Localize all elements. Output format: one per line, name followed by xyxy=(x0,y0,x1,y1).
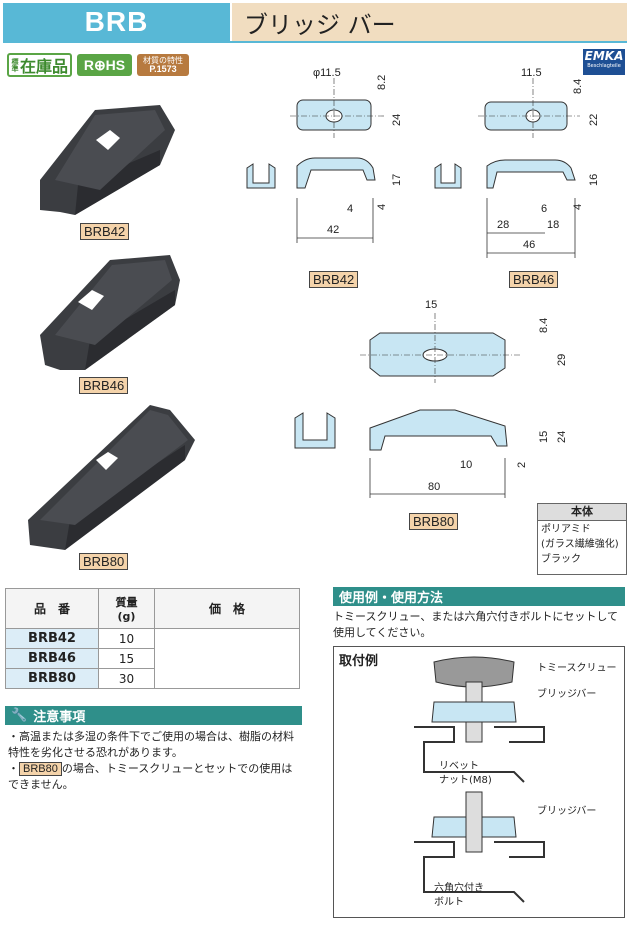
material-header: 本体 xyxy=(538,504,626,521)
caution-item-1-text: 高温または多湿の条件下でご使用の場合は、樹脂の材料特性を劣化させる恐れがあります… xyxy=(8,730,294,759)
brb46-drawing-label: BRB46 xyxy=(509,271,559,288)
caution-item-2-text: の場合、トミースクリューとセットでの使用はできません。 xyxy=(8,762,293,791)
brb46-dim-width: 22 xyxy=(588,114,600,126)
material-line1: ポリアミド xyxy=(541,524,591,535)
usage-label-nut: ナット(M8) xyxy=(439,775,492,786)
spec-weight: 15 xyxy=(98,648,155,669)
mounting-diagram xyxy=(414,656,545,903)
brb80-dim-width: 29 xyxy=(556,354,568,366)
brb42-dim-step: 4 xyxy=(347,203,353,215)
brb46-dim-length: 46 xyxy=(523,239,535,251)
brb42-dim-hole: φ11.5 xyxy=(313,67,341,79)
caution-item-1: ・高温または多湿の条件下でご使用の場合は、樹脂の材料特性を劣化させる恐れがありま… xyxy=(8,730,294,759)
material-ref-line1: 材質の特性 xyxy=(143,56,183,65)
brb46-dim-step: 6 xyxy=(541,203,547,215)
material-ref-line2: P.1573 xyxy=(149,64,177,74)
stock-badge-prefix: 標準 xyxy=(11,58,18,72)
stock-badge-label: 在庫品 xyxy=(20,59,69,76)
spec-code: BRB80 xyxy=(5,668,99,689)
product-title: ブリッジ バー xyxy=(232,3,627,41)
brb80-dim-offset: 8.4 xyxy=(538,318,550,333)
table-row: BRB80 30 xyxy=(5,668,300,689)
spec-price-cell xyxy=(154,628,300,689)
brb80-photo-label: BRB80 xyxy=(79,553,129,570)
product-code-header: BRB xyxy=(3,3,230,41)
caution-title: 注意事項 xyxy=(33,710,86,725)
header-divider xyxy=(3,41,627,43)
caution-list: ・高温または多湿の条件下でご使用の場合は、樹脂の材料特性を劣化させる恐れがありま… xyxy=(8,729,302,793)
wrench-icon: 🔧 xyxy=(11,708,28,723)
usage-label-bridge-bar: ブリッジバー xyxy=(537,689,597,700)
brb80-dim-height: 24 xyxy=(556,431,568,443)
brb42-drawing: 42 φ11.5 8.2 24 17 4 4 xyxy=(246,67,403,243)
material-box: 本体 ポリアミド (ガラス繊維強化) ブラック xyxy=(537,503,627,575)
usage-title: 使用例・使用方法 xyxy=(339,591,444,606)
usage-label-tommy-screw: トミースクリュー xyxy=(537,663,617,674)
table-row: BRB42 10 xyxy=(5,628,300,689)
brb46-photo-label: BRB46 xyxy=(79,377,129,394)
brb46-dim-right: 18 xyxy=(547,219,559,231)
emka-logo-sub: Beschlagteile xyxy=(587,63,621,69)
brb80-dim-inner: 15 xyxy=(538,431,550,443)
material-line3: ブラック xyxy=(541,554,581,565)
spec-weight: 30 xyxy=(98,668,155,689)
brb42-dim-offset: 8.2 xyxy=(376,75,388,90)
spec-code: BRB46 xyxy=(5,648,99,669)
usage-label-bolt: ボルト xyxy=(434,897,464,908)
brb42-dim-height: 17 xyxy=(391,174,403,186)
brb80-dim-thick: 2 xyxy=(516,462,528,468)
emka-logo-text: EMKA xyxy=(584,49,624,63)
brb80-dim-foot: 10 xyxy=(460,459,472,471)
brb80-photo xyxy=(28,405,195,550)
usage-label-hex-bolt: 六角穴付き xyxy=(434,883,484,894)
brb80-drawing-label: BRB80 xyxy=(409,513,459,530)
lower-mounting-diagram xyxy=(414,791,545,903)
rohs-badge: R⊕HS xyxy=(77,54,132,76)
brb46-dim-foot: 4 xyxy=(572,204,584,210)
brb80-dim-length: 80 xyxy=(428,481,440,493)
brb42-dim-width: 24 xyxy=(391,114,403,126)
brb46-drawing: 46 28 18 11.5 8.4 22 16 6 4 xyxy=(434,67,600,258)
brb42-dim-length: 42 xyxy=(327,224,339,236)
usage-box-title: 取付例 xyxy=(339,654,379,669)
usage-header: 使用例・使用方法 xyxy=(333,587,625,606)
product-photos xyxy=(28,105,195,550)
spec-weight: 10 xyxy=(98,628,155,649)
spec-code: BRB42 xyxy=(5,628,99,649)
emka-logo: EMKA Beschlagteile xyxy=(583,49,625,75)
brb42-photo-label: BRB42 xyxy=(80,223,130,240)
material-ref-badge: 材質の特性 P.1573 xyxy=(137,54,189,76)
brb46-photo xyxy=(40,255,180,370)
brb80-drawing: 80 10 15 8.4 29 24 15 2 xyxy=(294,299,568,498)
brb46-dim-offset: 8.4 xyxy=(572,79,584,94)
spec-header-code: 品 番 xyxy=(5,588,99,629)
usage-label-rivet: リベット xyxy=(439,761,479,772)
brb46-dim-hole: 11.5 xyxy=(521,67,542,79)
usage-label-bridge-bar-2: ブリッジバー xyxy=(537,806,597,817)
usage-example-box: 取付例 トミースクリュー ブリッジバー リベット ナット(M8) ブリッジバー … xyxy=(333,646,625,918)
caution-item-2-label: BRB80 xyxy=(19,762,62,776)
technical-drawings: .part{fill:#c8e6f3;stroke:#333;stroke-wi… xyxy=(246,67,600,498)
stock-badge: 標準 在庫品 xyxy=(7,53,72,77)
brb80-dim-slot: 15 xyxy=(425,299,437,311)
spec-header-price: 価 格 xyxy=(154,588,300,629)
material-line2: (ガラス繊維強化) xyxy=(541,539,619,550)
usage-text: トミースクリュー、または六角穴付きボルトにセットして使用してください。 xyxy=(333,610,619,639)
upper-mounting-diagram xyxy=(414,656,545,783)
brb42-drawing-label: BRB42 xyxy=(309,271,359,288)
brb46-dim-left: 28 xyxy=(497,219,509,231)
spec-table: 品 番 質量 (g) 価 格 BRB42 10 BRB46 15 BRB80 3… xyxy=(5,588,300,689)
brb42-dim-foot: 4 xyxy=(376,204,388,210)
brb42-photo xyxy=(40,105,175,215)
brb46-dim-height: 16 xyxy=(588,174,600,186)
caution-header: 🔧 注意事項 xyxy=(5,706,302,725)
spec-header-weight: 質量 (g) xyxy=(98,588,155,629)
